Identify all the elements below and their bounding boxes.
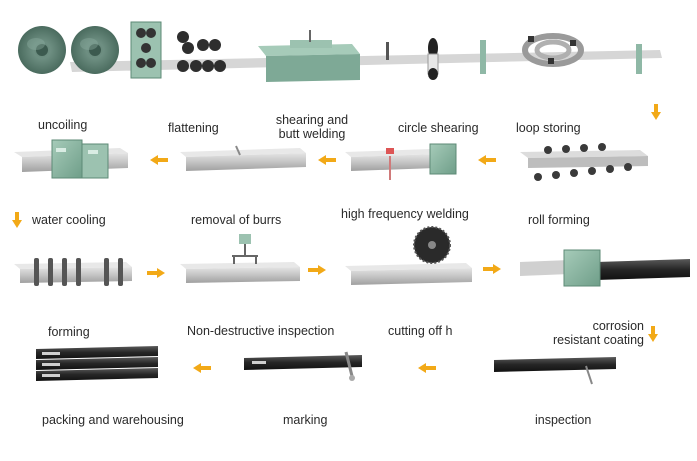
end-post-icon: [636, 44, 642, 74]
label-marking: marking: [283, 413, 328, 427]
label-uncoiling: uncoiling: [38, 118, 88, 132]
arrow-left-3: [478, 155, 496, 165]
label-shearing-line1: shearing and: [275, 113, 349, 127]
label-shearing-line2: butt welding: [278, 127, 346, 141]
flattening-illustration: [180, 145, 306, 171]
arrow-down-1: [651, 104, 661, 120]
label-inspection: inspection: [535, 413, 592, 427]
label-shearing-butt-welding: shearing and butt welding: [262, 113, 362, 141]
overview-production-line: [18, 21, 662, 82]
label-circle-shearing: circle shearing: [398, 121, 479, 135]
circle-shearing-illustration: [345, 143, 457, 180]
label-forming: forming: [48, 325, 90, 339]
label-corrosion-line2: resistant coating: [552, 333, 644, 347]
uncoiling-illustration: [14, 139, 128, 179]
label-roll-forming: roll forming: [528, 213, 590, 227]
arrow-down-2: [12, 212, 22, 228]
arrow-down-3: [648, 326, 658, 342]
forming-illustration: [36, 346, 158, 381]
arrow-left-2: [318, 155, 336, 165]
label-cutting-off: cutting off h: [388, 324, 453, 338]
loop-storage-icon: [522, 33, 584, 67]
roller-group-icon: [177, 31, 226, 72]
high-frequency-welding-illustration: [345, 226, 472, 285]
label-non-destructive-inspection: Non-destructive inspection: [187, 324, 335, 338]
label-packing-and-warehousing: packing and warehousing: [42, 413, 184, 427]
arrow-left-1: [150, 155, 168, 165]
water-cooling-illustration: [14, 258, 132, 286]
label-loop-storing: loop storing: [516, 121, 581, 135]
removal-of-burrs-illustration: [180, 234, 300, 283]
coil-1-icon: [18, 26, 66, 74]
shear-icon: [386, 42, 389, 60]
arrow-left-4: [193, 363, 211, 373]
roll-forming-illustration: [520, 249, 690, 287]
non-destructive-inspection-illustration: [244, 351, 362, 381]
label-water-cooling: water cooling: [32, 213, 106, 227]
label-corrosion-resistant-coating: corrosion resistant coating: [536, 319, 644, 347]
flattening-rollers-icon: [130, 21, 162, 79]
circle-shear-icon: [427, 38, 439, 80]
label-flattening: flattening: [168, 121, 219, 135]
arrow-left-5: [418, 363, 436, 373]
label-removal-of-burrs: removal of burrs: [191, 213, 282, 227]
label-corrosion-line1: corrosion: [592, 319, 644, 333]
cutting-off-illustration: [494, 357, 616, 385]
arrow-right-1: [147, 268, 165, 278]
guide-post-icon: [480, 40, 486, 74]
label-high-frequency-welding: high frequency welding: [341, 207, 469, 221]
loop-storing-illustration: [520, 143, 648, 181]
arrow-right-2: [308, 265, 326, 275]
arrow-right-3: [483, 264, 501, 274]
welding-table-icon: [258, 30, 360, 82]
coil-2-icon: [71, 26, 119, 74]
